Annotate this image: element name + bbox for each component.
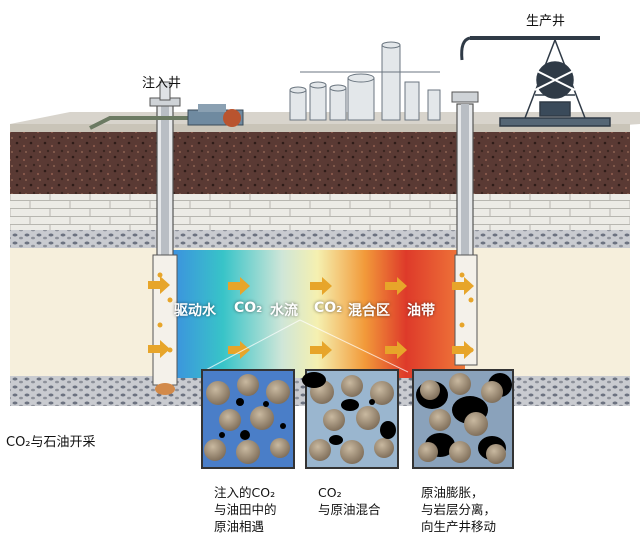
processing-plant xyxy=(289,41,441,121)
caption-line: 向生产井移动 xyxy=(421,519,497,534)
micro-panel-2 xyxy=(302,369,399,469)
brick-layer xyxy=(10,194,630,230)
callout-lines xyxy=(201,319,409,373)
injection-well-label: 注入井 xyxy=(142,76,182,91)
band-label-co2-1: CO₂ xyxy=(234,300,263,316)
reservoir-zone xyxy=(170,250,465,378)
caption-line: 与岩层分离， xyxy=(421,502,497,517)
caption-panel-1: 注入的CO₂ 与油田中的 原油相遇 xyxy=(214,484,277,535)
caption-line: 与原油混合 xyxy=(318,502,381,517)
band-label-oil-zone: 油带 xyxy=(407,303,435,319)
caption-line: 原油相遇 xyxy=(214,519,265,534)
production-well-label: 生产井 xyxy=(526,14,566,29)
caption-panel-2: CO₂ 与原油混合 xyxy=(318,484,381,518)
caption-line: 原油膨胀， xyxy=(421,485,484,500)
band-label-water-flow: 水流 xyxy=(270,303,298,319)
caption-panel-3: 原油膨胀， 与岩层分离， 向生产井移动 xyxy=(421,484,496,535)
soil-layer xyxy=(10,132,630,194)
micro-panel-1 xyxy=(201,369,295,469)
figure-caption: CO₂与石油开采 xyxy=(6,435,96,450)
band-label-drive-water: 驱动水 xyxy=(174,303,216,319)
compressor xyxy=(187,104,244,127)
pump-jack xyxy=(460,36,611,127)
caption-line: 与油田中的 xyxy=(214,502,277,517)
pebble-layer xyxy=(10,230,630,248)
surface-pipe xyxy=(89,116,195,130)
micro-panel-3 xyxy=(412,369,514,469)
band-label-mixing-zone: 混合区 xyxy=(348,303,390,319)
caption-line: 注入的CO₂ xyxy=(214,485,276,500)
injection-well xyxy=(149,81,181,395)
production-well xyxy=(451,91,479,366)
band-label-co2-2: CO₂ xyxy=(314,300,343,316)
caption-line: CO₂ xyxy=(318,485,342,500)
flow-arrows xyxy=(148,276,474,359)
